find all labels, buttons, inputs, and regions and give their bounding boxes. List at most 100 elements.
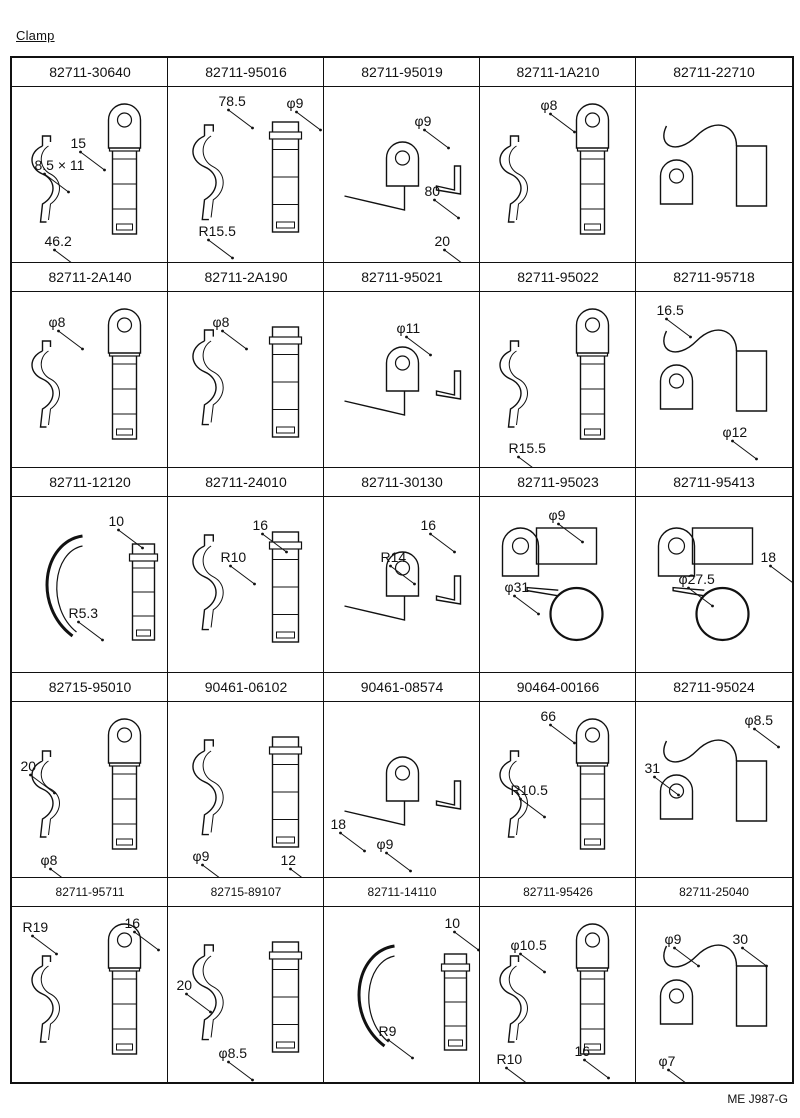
dimension-label: R19 bbox=[23, 919, 49, 935]
dimension-label: 20 bbox=[177, 977, 193, 993]
dimension-label: R15.5 bbox=[509, 440, 547, 456]
clamp-drawing: φ8 bbox=[499, 97, 610, 235]
part-number: 82711-2A140 bbox=[12, 263, 168, 292]
clamp-drawing: φ8 bbox=[31, 308, 142, 440]
dimension-label: φ10.5 bbox=[511, 937, 548, 953]
part-number: 82711-95718 bbox=[636, 263, 792, 292]
dimension-label: R15.5 bbox=[199, 223, 237, 239]
part-number: 82711-30130 bbox=[324, 468, 480, 497]
dimension-label: φ8.5 bbox=[219, 1045, 248, 1061]
dimension-label: R14 bbox=[381, 549, 407, 565]
dimension-label: 15 bbox=[71, 135, 87, 151]
part-cell: 82711-1A210 φ8 bbox=[480, 58, 636, 263]
dimension-label: 31 bbox=[645, 760, 661, 776]
part-cell: 82711-22710 bbox=[636, 58, 792, 263]
dimension-label: 20 bbox=[21, 758, 37, 774]
part-cell: 82711-2A140 φ8 bbox=[12, 263, 168, 468]
dimension-label: 16 bbox=[253, 517, 269, 533]
part-number: 82711-95024 bbox=[636, 673, 792, 702]
dimension-label: φ8.5 bbox=[745, 712, 774, 728]
part-number: 82711-95021 bbox=[324, 263, 480, 292]
dimension-label: 66 bbox=[541, 708, 557, 724]
dimension-label: φ9 bbox=[377, 836, 394, 852]
part-number: 82711-12120 bbox=[12, 468, 168, 497]
part-number: 82711-1A210 bbox=[480, 58, 636, 87]
dimension-label: R10 bbox=[221, 549, 247, 565]
dimension-label: R10 bbox=[497, 1051, 523, 1067]
part-cell: 82715-89107 20 φ8.5 bbox=[168, 878, 324, 1083]
dimension-label: φ9 bbox=[193, 848, 210, 864]
page-title: Clamp bbox=[16, 28, 55, 43]
dimension-label: R9 bbox=[379, 1023, 397, 1039]
dimension-label: R10.5 bbox=[511, 782, 549, 798]
dimension-label: φ11 bbox=[397, 320, 421, 336]
dimension-label: φ8 bbox=[213, 314, 230, 330]
part-number: 82711-95023 bbox=[480, 468, 636, 497]
dimension-label: 10 bbox=[445, 915, 461, 931]
dimension-label: 80 bbox=[425, 183, 441, 199]
dimension-label: 46.2 bbox=[45, 233, 72, 249]
column-divider bbox=[479, 58, 480, 1082]
part-number: 82711-30640 bbox=[12, 58, 168, 87]
clamp-drawing: φ11 bbox=[344, 320, 462, 416]
part-number: 82711-14110 bbox=[324, 878, 480, 907]
row-divider bbox=[12, 877, 792, 878]
dimension-label: φ8 bbox=[49, 314, 66, 330]
dimension-label: φ12 bbox=[723, 424, 748, 440]
dimension-label: 8.5 × 11 bbox=[35, 157, 85, 173]
dimension-label: 16 bbox=[421, 517, 437, 533]
dimension-label: 20 bbox=[435, 233, 451, 249]
clamp-drawing: φ9 12 bbox=[192, 736, 303, 877]
dimension-label: φ7 bbox=[659, 1053, 676, 1069]
dimension-label: 10 bbox=[109, 513, 125, 529]
clamp-drawing: 15 8.5 × 11 46.2 bbox=[31, 103, 142, 262]
dimension-label: R5.3 bbox=[69, 605, 99, 621]
clamp-drawing bbox=[659, 124, 768, 207]
dimension-label: φ27.5 bbox=[679, 571, 716, 587]
part-cell: 82711-95021 φ11 bbox=[324, 263, 480, 468]
dimension-label: φ31 bbox=[505, 579, 530, 595]
dimension-label: 12 bbox=[281, 852, 297, 868]
part-number: 82711-25040 bbox=[636, 878, 792, 907]
dimension-label: φ9 bbox=[665, 931, 682, 947]
part-number: 82711-95022 bbox=[480, 263, 636, 292]
part-number: 82711-95016 bbox=[168, 58, 324, 87]
part-cell: 82711-95024 φ8.5 31 bbox=[636, 673, 792, 878]
part-cell: 82711-30640 15 8.5 × 11 46.2 bbox=[12, 58, 168, 263]
part-number: 90461-08574 bbox=[324, 673, 480, 702]
part-number: 90464-00166 bbox=[480, 673, 636, 702]
dimension-label: 16 bbox=[125, 915, 141, 931]
part-number: 82711-95426 bbox=[480, 878, 636, 907]
part-number: 82715-95010 bbox=[12, 673, 168, 702]
part-number: 82711-22710 bbox=[636, 58, 792, 87]
part-number: 82711-95711 bbox=[12, 878, 168, 907]
clamp-drawing: R19 16 bbox=[23, 915, 160, 1055]
part-number: 82715-89107 bbox=[168, 878, 324, 907]
clamp-drawing: φ8 bbox=[192, 314, 303, 438]
